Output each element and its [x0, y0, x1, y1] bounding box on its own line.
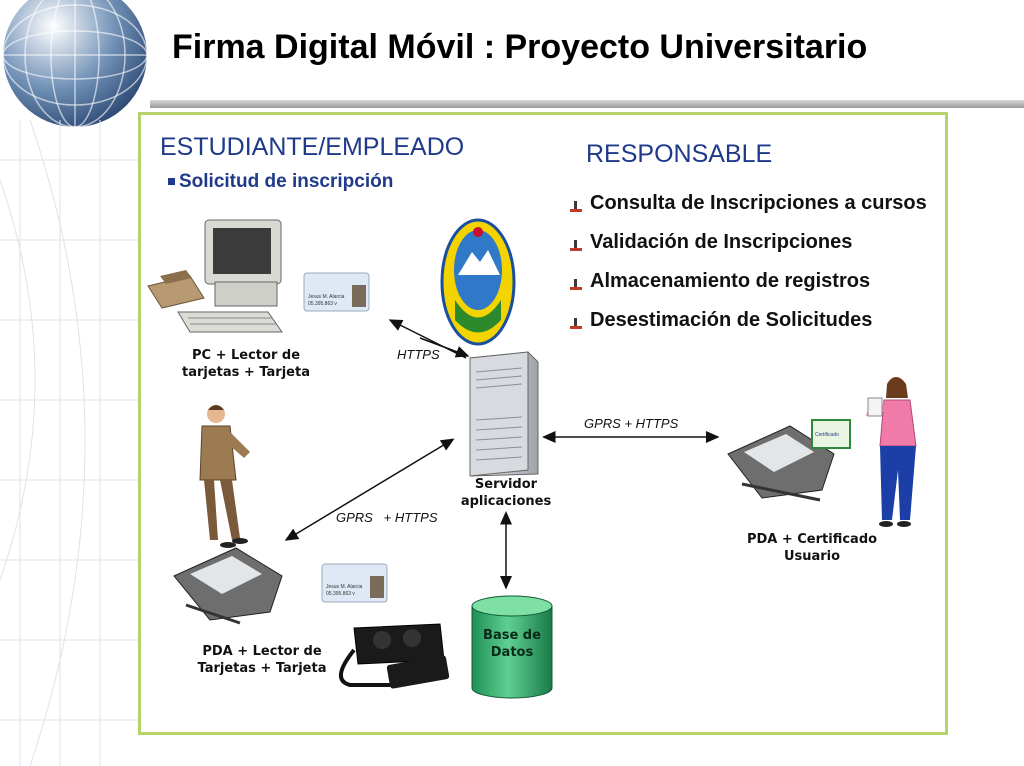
- list-item-text: Validación de Inscripciones: [590, 231, 853, 253]
- protocol-https-label: HTTPS: [397, 347, 440, 362]
- arrow-bullet-icon: [568, 314, 584, 329]
- card-name: Jesus M. Alarcia: [326, 584, 363, 590]
- database-label: Base de Datos: [472, 627, 552, 661]
- list-item-text: Desestimación de Solicitudes: [590, 309, 873, 331]
- card-name: Jesus M. Alarcia: [308, 294, 345, 300]
- card-reader-icon: [339, 623, 450, 689]
- globe-decoration: [2, 0, 148, 128]
- responsible-heading: RESPONSABLE: [586, 140, 773, 168]
- list-item: Almacenamiento de registros: [568, 262, 927, 301]
- title-divider: [150, 100, 1024, 108]
- list-item-text: Almacenamiento de registros: [590, 270, 871, 292]
- student-subheading-text: Solicitud de inscripción: [179, 171, 394, 192]
- slide-title: Firma Digital Móvil : Proyecto Universit…: [172, 28, 868, 66]
- pda-device-icon: [173, 547, 283, 625]
- responsible-list: Consulta de Inscripciones a cursos Valid…: [568, 184, 927, 340]
- pda-reader-label: PDA + Lector de Tarjetas + Tarjeta: [180, 643, 344, 677]
- university-seal-icon: [440, 218, 516, 346]
- card-number: 05.395.863 v: [326, 591, 355, 597]
- pc-label: PC + Lector de tarjetas + Tarjeta: [168, 347, 324, 381]
- pda-reader-label-text: PDA + Lector de Tarjetas + Tarjeta: [197, 644, 327, 676]
- grid-decoration: [0, 120, 140, 766]
- pc-computer-icon: [147, 219, 283, 333]
- id-card-icon: Jesus M. Alarcia 05.395.863 v: [303, 272, 370, 312]
- https-arrow: [419, 337, 470, 358]
- certificate-icon: Certificado: [811, 419, 851, 449]
- woman-icon: [866, 377, 917, 527]
- certificate-text: Certificado: [815, 432, 839, 438]
- protocol-gprs-reader-label: GPRS + HTTPS: [336, 510, 438, 525]
- student-subheading: Solicitud de inscripción: [168, 171, 393, 193]
- businessman-icon: [199, 405, 250, 548]
- list-item: Consulta de Inscripciones a cursos: [568, 184, 927, 223]
- list-item-text: Consulta de Inscripciones a cursos: [590, 192, 927, 214]
- id-card-icon: Jesus M. Alarcia 05.395.863 v: [321, 563, 388, 603]
- pc-label-text: PC + Lector de tarjetas + Tarjeta: [182, 348, 310, 380]
- square-bullet-icon: [168, 178, 175, 186]
- protocol-gprs-cert-label: GPRS + HTTPS: [584, 416, 679, 431]
- arrow-bullet-icon: [568, 275, 584, 290]
- database-label-text: Base de Datos: [483, 628, 541, 660]
- card-number: 05.395.863 v: [308, 301, 337, 307]
- list-item: Desestimación de Solicitudes: [568, 301, 927, 340]
- arrow-bullet-icon: [568, 197, 584, 212]
- database-icon: [471, 595, 553, 699]
- https-arrow: [388, 319, 467, 359]
- server-label-text: Servidor aplicaciones: [460, 477, 552, 509]
- pda-cert-label: PDA + Certificado Usuario: [732, 531, 892, 565]
- pda-cert-label-text: PDA + Certificado Usuario: [746, 532, 878, 564]
- server-label: Servidor aplicaciones: [446, 476, 566, 510]
- gprs-arrow-left: [284, 438, 455, 541]
- arrow-bullet-icon: [568, 236, 584, 251]
- pda-device-icon: [727, 425, 835, 502]
- list-item: Validación de Inscripciones: [568, 223, 927, 262]
- server-icon: [469, 351, 539, 477]
- student-heading: ESTUDIANTE/EMPLEADO: [160, 133, 465, 161]
